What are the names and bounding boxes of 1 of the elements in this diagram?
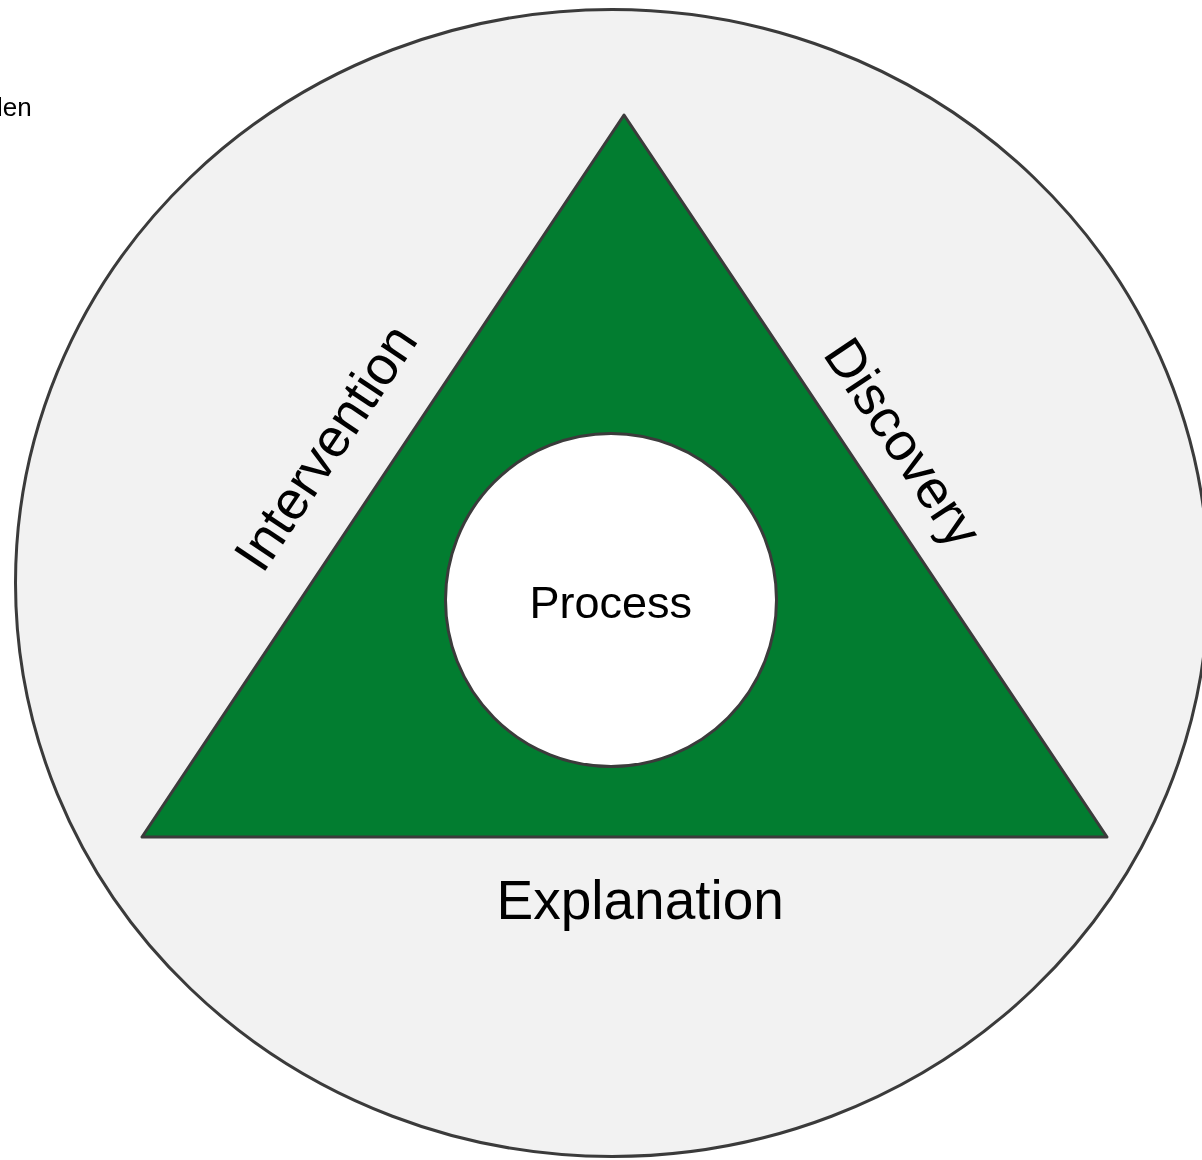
- circle-label: Process: [529, 579, 693, 625]
